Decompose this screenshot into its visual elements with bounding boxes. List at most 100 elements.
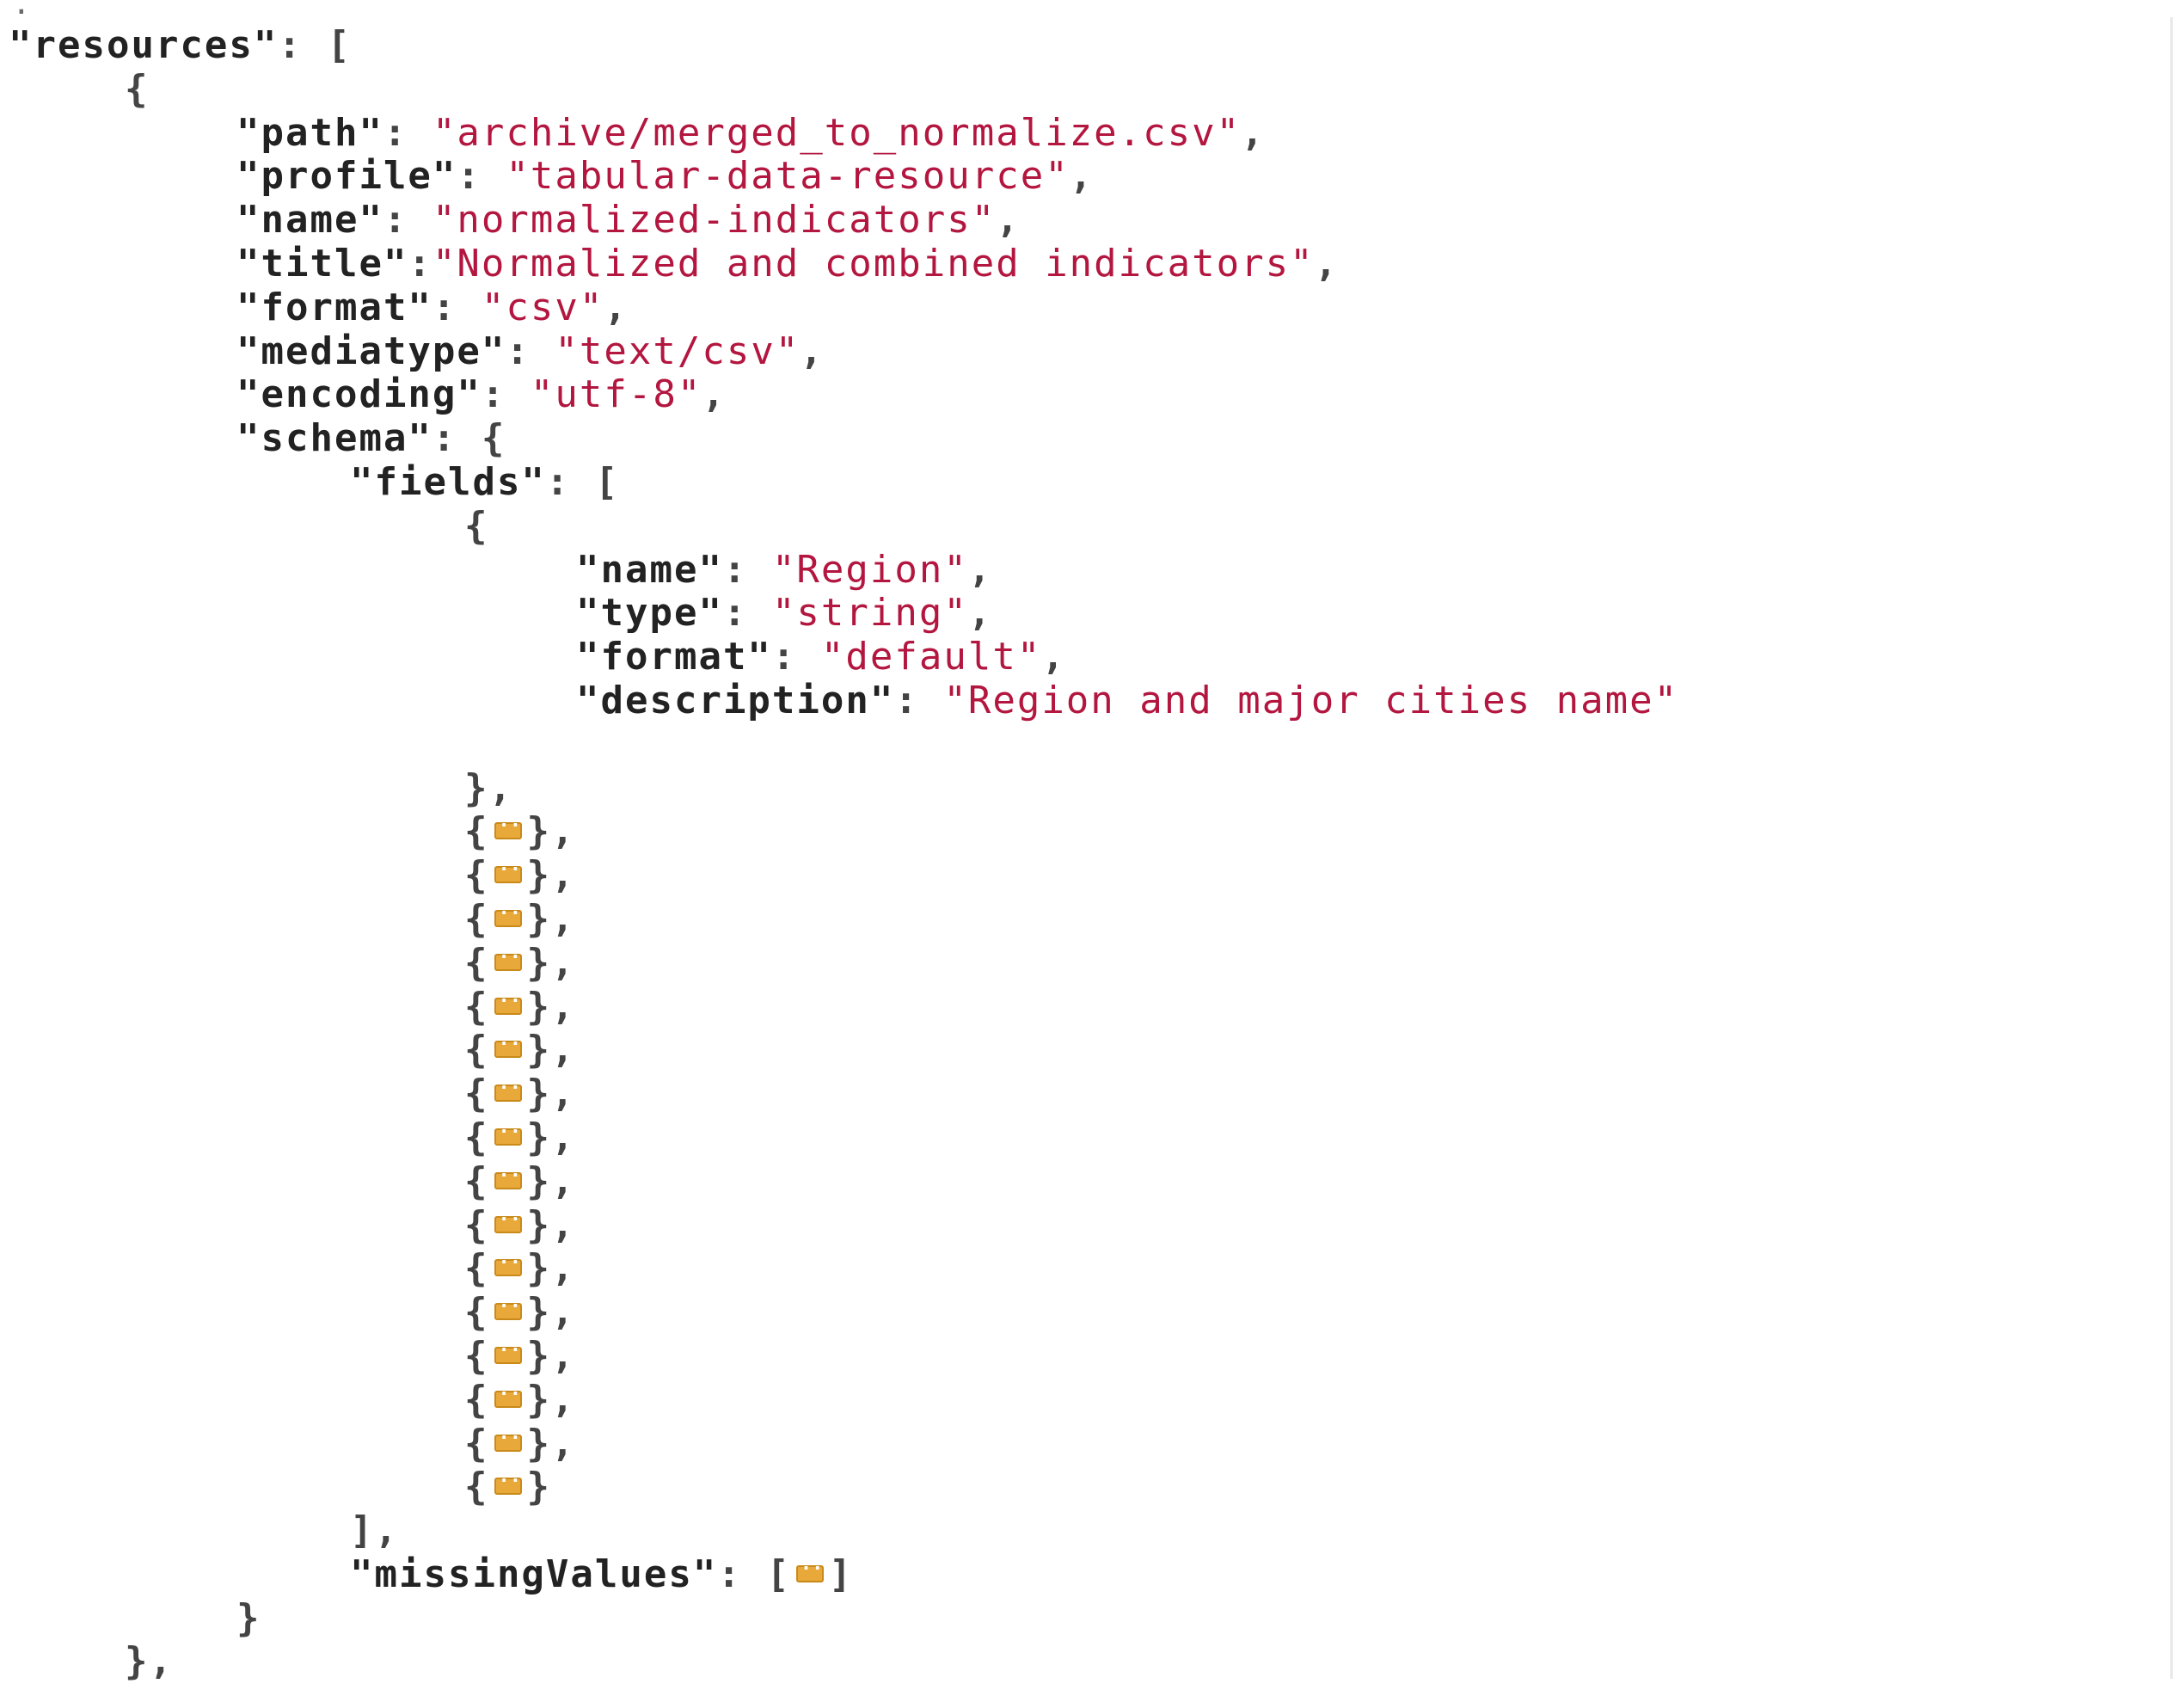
json-separator: : [383, 110, 433, 155]
json-separator: : [894, 678, 944, 722]
ellipsis-icon[interactable] [494, 849, 532, 893]
json-comma: , [1241, 110, 1266, 155]
json-separator: : [722, 547, 772, 592]
close-brace: }, [526, 1333, 576, 1378]
close-brace: }, [464, 765, 513, 810]
open-brace: { [464, 984, 489, 1029]
json-key: "title" [236, 241, 408, 286]
json-separator: : [722, 591, 772, 636]
json-line: "schema": { [9, 416, 1678, 461]
close-brace: } [236, 1595, 261, 1640]
collapsed-object[interactable]: {}, [9, 805, 1678, 854]
close-brace: }, [526, 1028, 576, 1072]
json-line: "format": "default", [9, 635, 1678, 679]
ellipsis-icon[interactable] [494, 1286, 532, 1330]
open-brace: { [464, 1072, 489, 1116]
collapsed-object[interactable]: {}, [9, 980, 1678, 1029]
ellipsis-icon[interactable] [494, 1067, 532, 1111]
json-key: "mediatype" [236, 329, 506, 373]
json-line: "missingValues": [] [9, 1548, 1678, 1597]
ellipsis-icon[interactable] [494, 1460, 532, 1504]
json-separator: : [432, 416, 482, 461]
ellipsis-icon[interactable] [494, 1023, 532, 1067]
open-bracket: [ [766, 1552, 791, 1596]
blank-line [9, 723, 1678, 767]
json-tree: "resources": [ { "path": "archive/merged… [9, 23, 1679, 1684]
ellipsis-icon[interactable] [494, 1155, 532, 1199]
json-comma: , [967, 547, 993, 592]
open-brace[interactable]: { [464, 503, 489, 548]
open-brace[interactable]: { [125, 66, 150, 111]
close-brace: }, [526, 940, 576, 985]
json-line: "encoding": "utf-8", [9, 372, 1678, 417]
collapsed-object[interactable]: {}, [9, 1286, 1678, 1335]
json-line: } [9, 1595, 1678, 1641]
close-brace: }, [526, 1202, 576, 1247]
json-separator: : [545, 459, 595, 504]
collapsed-object[interactable]: {}, [9, 1417, 1678, 1466]
json-key: "resources" [9, 23, 279, 67]
open-bracket[interactable]: [ [327, 23, 352, 67]
open-brace: { [464, 1246, 489, 1291]
json-line: "path": "archive/merged_to_normalize.csv… [9, 110, 1678, 156]
json-line: }, [9, 765, 1678, 811]
ellipsis-icon[interactable] [494, 1330, 532, 1373]
json-line: "name": "normalized-indicators", [9, 198, 1678, 243]
json-line: "name": "Region", [9, 547, 1678, 593]
scroll-indicator: · · [12, 9, 53, 17]
open-bracket[interactable]: [ [594, 459, 620, 504]
json-key: "profile" [236, 154, 457, 199]
open-brace: { [464, 853, 489, 898]
json-key: "format" [576, 635, 772, 679]
open-brace[interactable]: { [481, 416, 506, 461]
json-line: "fields": [ [9, 459, 1678, 505]
ellipsis-icon[interactable] [494, 893, 532, 937]
json-line: "format": "csv", [9, 286, 1678, 330]
json-key: "name" [236, 198, 383, 243]
json-line: ], [9, 1509, 1678, 1553]
collapsed-object[interactable]: {}, [9, 1023, 1678, 1072]
collapsed-object[interactable]: {}, [9, 1155, 1678, 1204]
json-string-value: "Region" [771, 547, 968, 592]
ellipsis-icon[interactable] [494, 1111, 532, 1155]
ellipsis-icon[interactable] [494, 1242, 532, 1286]
ellipsis-icon[interactable] [494, 937, 532, 980]
json-string-value: "csv" [481, 285, 604, 329]
collapsed-object[interactable]: {}, [9, 1330, 1678, 1379]
collapsed-object[interactable]: {}, [9, 1111, 1678, 1160]
ellipsis-icon[interactable] [494, 1417, 532, 1460]
json-separator: : [383, 198, 433, 243]
close-brace: }, [526, 809, 576, 854]
collapsed-object[interactable]: {}, [9, 937, 1678, 986]
json-string-value: "default" [820, 635, 1042, 679]
json-string-value: "Region and major cities name" [943, 678, 1679, 722]
json-key: "format" [236, 285, 433, 329]
collapsed-object[interactable]: {}, [9, 1373, 1678, 1423]
json-line: }, [9, 1640, 1678, 1684]
open-brace: { [464, 940, 489, 985]
json-key: "encoding" [236, 372, 482, 417]
json-string-value: "string" [771, 591, 968, 636]
json-key: "path" [236, 110, 383, 155]
collapsed-object[interactable]: {}, [9, 1067, 1678, 1116]
open-brace: { [464, 1115, 489, 1159]
json-separator: : [278, 23, 328, 67]
collapsed-object[interactable]: {}, [9, 893, 1678, 942]
json-string-value: "utf-8" [530, 372, 702, 417]
open-brace: { [464, 1333, 489, 1378]
json-string-value: "archive/merged_to_normalize.csv" [432, 110, 1242, 155]
ellipsis-icon[interactable] [795, 1548, 835, 1592]
json-line: "mediatype": "text/csv", [9, 329, 1678, 374]
ellipsis-icon[interactable] [494, 1199, 532, 1242]
collapsed-object[interactable]: {}, [9, 1199, 1678, 1248]
ellipsis-icon[interactable] [494, 1373, 532, 1417]
json-comma: , [996, 198, 1021, 243]
json-separator: : [717, 1552, 767, 1596]
collapsed-object[interactable]: {}, [9, 1242, 1678, 1291]
ellipsis-icon[interactable] [494, 805, 532, 849]
collapsed-object[interactable]: {}, [9, 849, 1678, 898]
scrollbar[interactable] [2170, 17, 2173, 1679]
ellipsis-icon[interactable] [494, 980, 532, 1023]
collapsed-object[interactable]: {} [9, 1460, 1678, 1509]
